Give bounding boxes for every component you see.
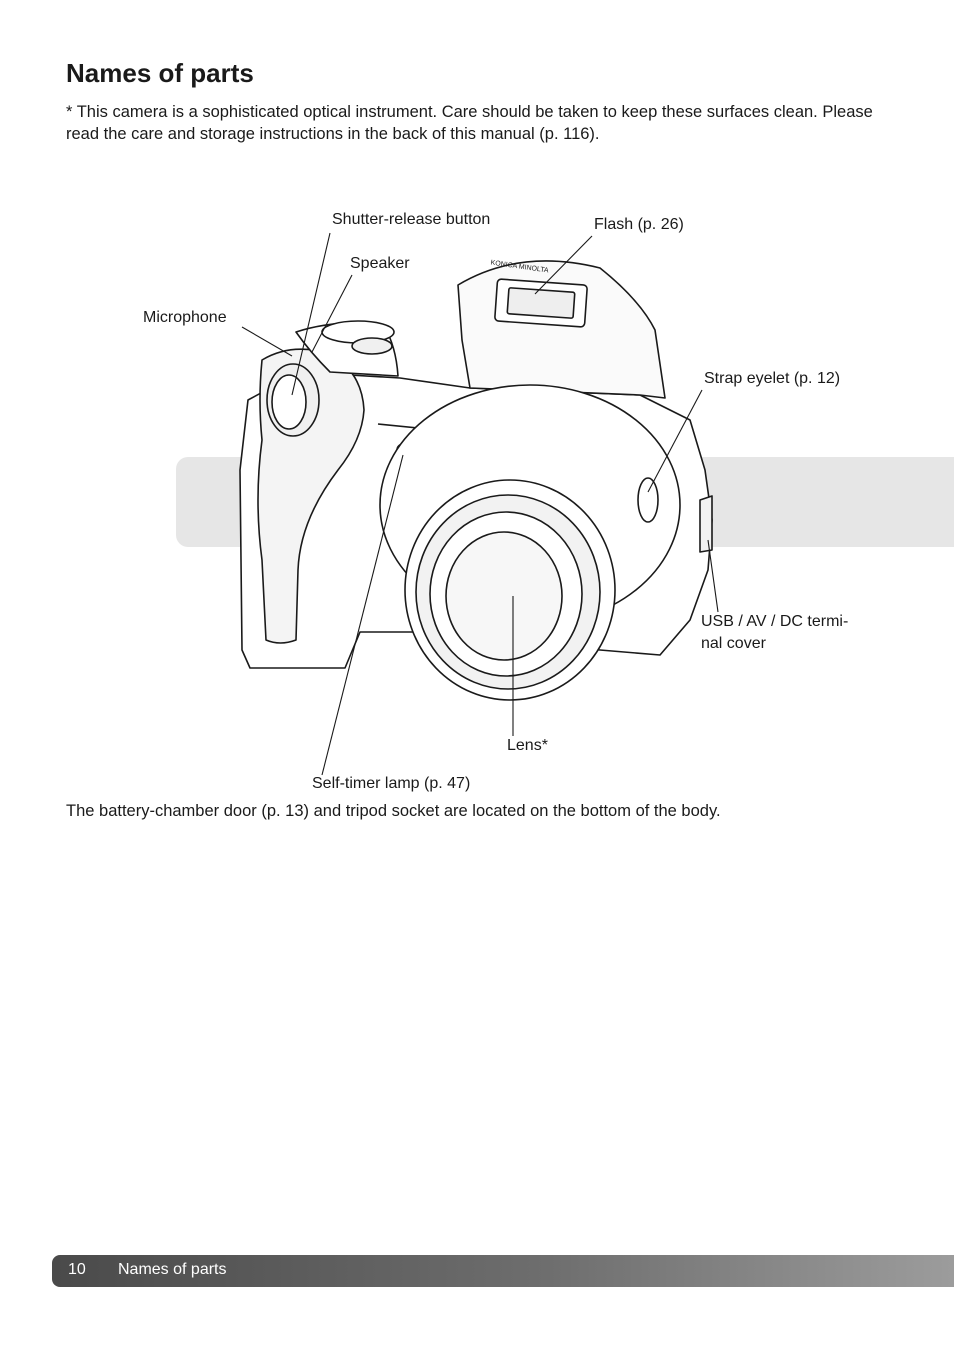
label-speaker: Speaker [350, 255, 410, 272]
leader-selftimer [321, 454, 404, 776]
bottom-note: The battery-chamber door (p. 13) and tri… [66, 802, 721, 820]
leader-strap [647, 389, 703, 493]
footer-section-title: Names of parts [118, 1261, 227, 1278]
page-title: Names of parts [66, 58, 254, 88]
label-usb-cover-line1: USB / AV / DC termi- [701, 613, 849, 630]
label-lens: Lens* [507, 737, 548, 754]
label-microphone: Microphone [143, 309, 227, 326]
leader-speaker [311, 274, 353, 353]
care-note: * This camera is a sophisticated optical… [66, 103, 873, 143]
leader-shutter [291, 232, 331, 396]
label-flash: Flash (p. 26) [594, 216, 684, 233]
terminal-cover [699, 495, 713, 553]
label-usb-cover-line2: nal cover [701, 635, 766, 652]
footer-bar [52, 1255, 954, 1287]
flash-housing [457, 260, 666, 399]
leader-microphone [241, 326, 293, 357]
label-self-timer: Self-timer lamp (p. 47) [312, 775, 471, 792]
label-shutter-release: Shutter-release button [332, 211, 491, 228]
leader-flash [534, 235, 593, 295]
label-strap-eyelet: Strap eyelet (p. 12) [704, 370, 841, 387]
strap-eyelet [637, 477, 659, 523]
leader-usb [707, 539, 719, 613]
lens-glass [445, 531, 563, 661]
page-number: 10 [68, 1261, 86, 1278]
